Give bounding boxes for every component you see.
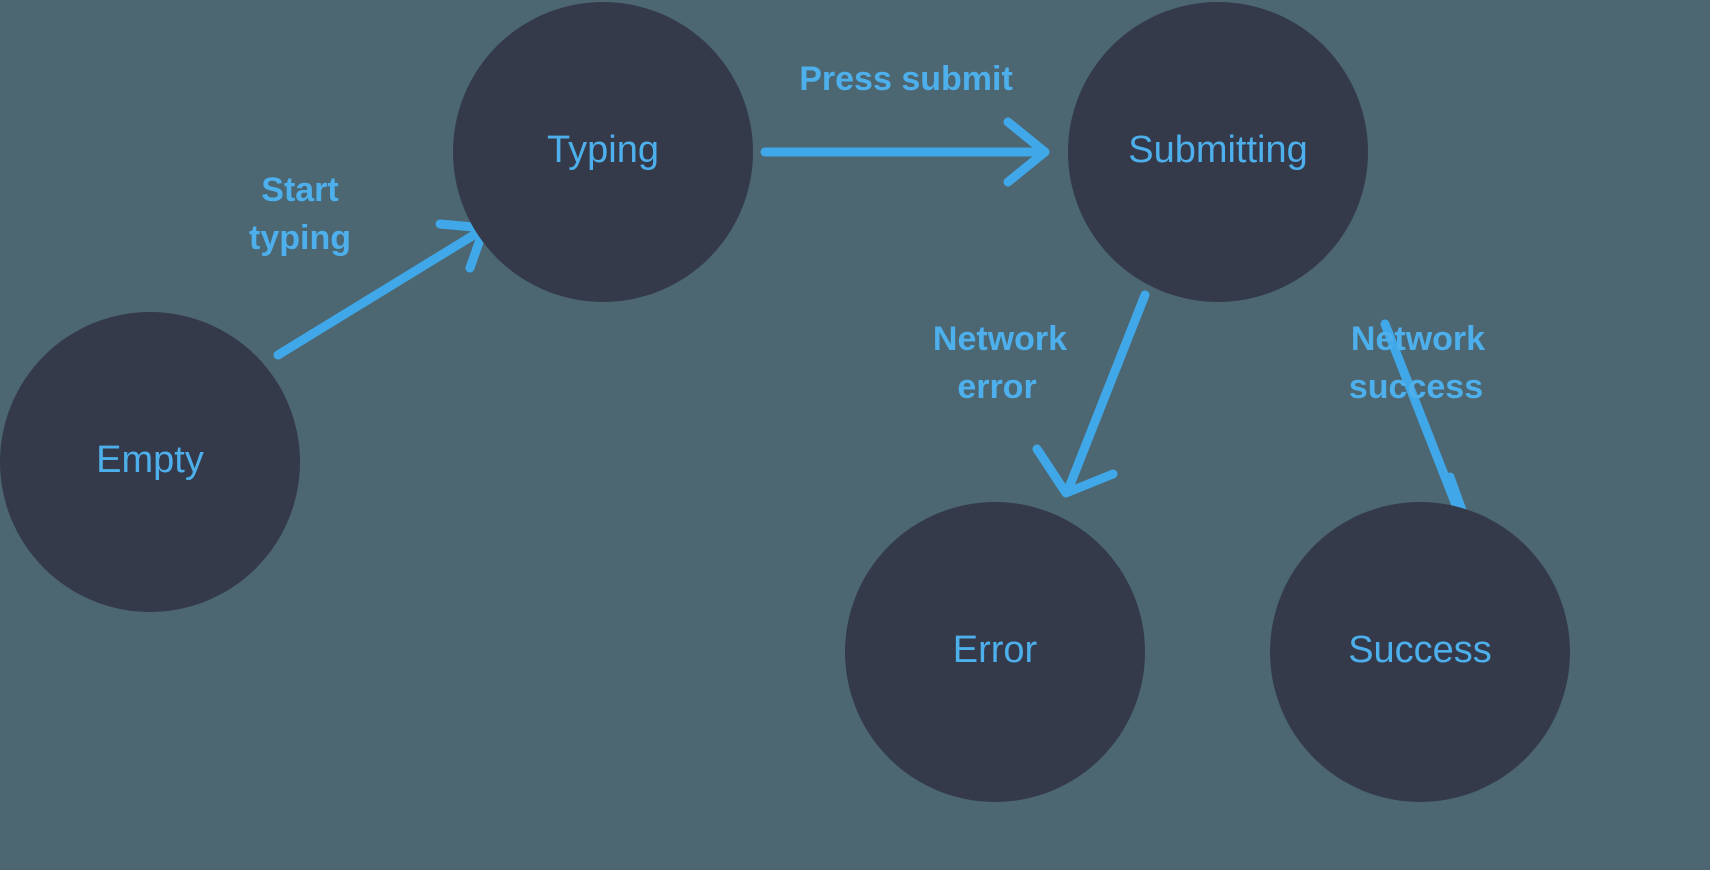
- state-node-submitting[interactable]: Submitting: [1068, 2, 1368, 302]
- transition-label-press-submit: Press submit: [799, 60, 1013, 98]
- transition-layer: [273, 117, 1473, 536]
- state-label: Empty: [96, 439, 204, 481]
- state-label: Error: [953, 629, 1038, 671]
- state-node-error[interactable]: Error: [845, 502, 1145, 802]
- transition-label-line: success: [1349, 368, 1483, 406]
- state-node-typing[interactable]: Typing: [453, 2, 753, 302]
- arrowhead-icon: [1003, 117, 1050, 187]
- transition-press-submit[interactable]: [760, 117, 1050, 187]
- transition-label-line: Press submit: [799, 60, 1013, 98]
- state-circle: [0, 312, 300, 612]
- state-circle: [1068, 2, 1368, 302]
- transition-label-line: Network: [933, 320, 1067, 358]
- arrowhead-icon: [1032, 444, 1118, 498]
- state-label: Submitting: [1128, 129, 1308, 171]
- transition-label-start-typing: Start typing: [249, 171, 351, 257]
- transition-label-network-success: Network success: [1349, 320, 1485, 406]
- state-circle: [1270, 502, 1570, 802]
- transition-label-line: Network: [1351, 320, 1485, 358]
- transition-line: [1063, 290, 1150, 495]
- state-label: Typing: [547, 129, 659, 171]
- transition-label-network-error: Network error: [933, 320, 1067, 406]
- transition-label-line: Start: [261, 171, 338, 209]
- state-node-layer: Empty Typing Submitting Error Success: [0, 2, 1570, 802]
- state-circle: [453, 2, 753, 302]
- state-label: Success: [1348, 629, 1492, 671]
- state-node-success[interactable]: Success: [1270, 502, 1570, 802]
- state-circle: [845, 502, 1145, 802]
- transition-label-line: error: [957, 368, 1036, 406]
- transition-line: [273, 225, 487, 360]
- transition-label-layer: Start typing Press submit Network error …: [249, 60, 1485, 406]
- state-node-empty[interactable]: Empty: [0, 312, 300, 612]
- transition-label-line: typing: [249, 219, 351, 257]
- transition-network-error[interactable]: [1032, 290, 1150, 498]
